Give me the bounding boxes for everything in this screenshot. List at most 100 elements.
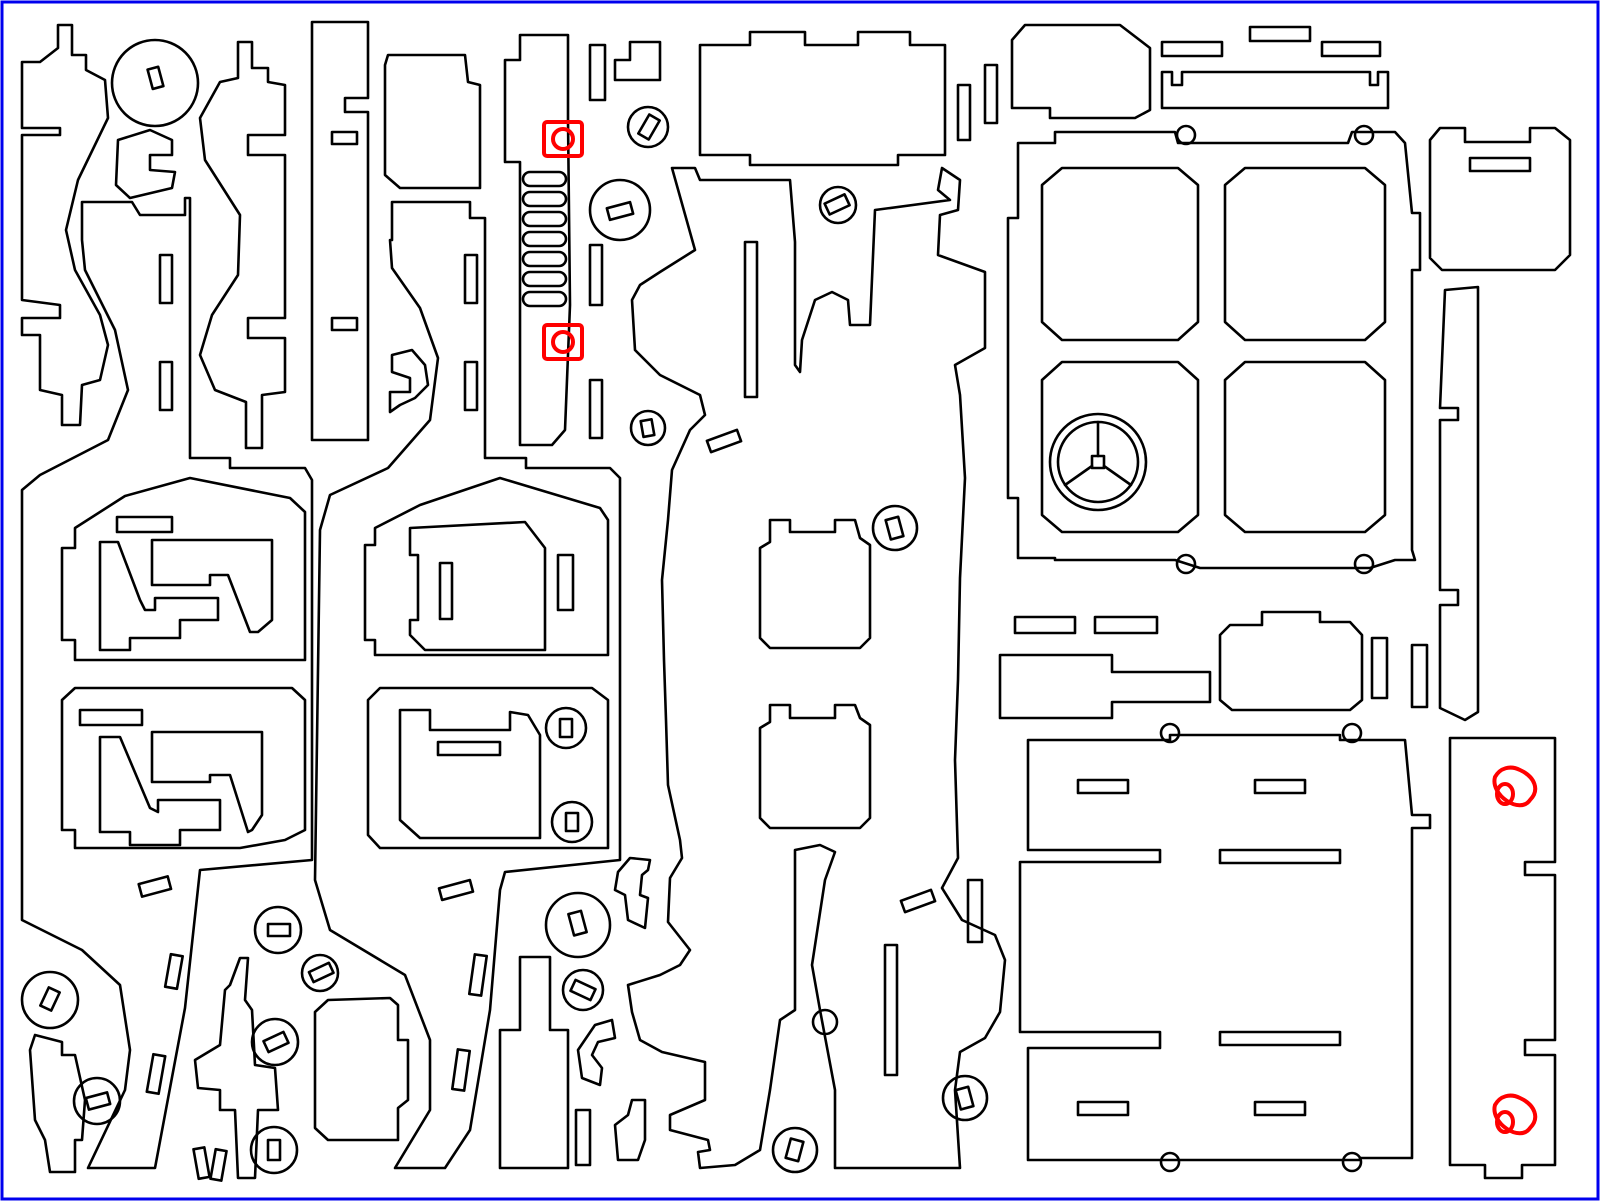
hole — [1341, 1151, 1363, 1173]
round-disc — [20, 970, 80, 1030]
grid-panel — [1006, 130, 1422, 570]
slot — [956, 83, 972, 142]
slot — [588, 43, 607, 102]
rounded-box — [313, 996, 410, 1142]
slot — [558, 717, 574, 739]
round-disc — [561, 968, 605, 1012]
red-ring-mark — [551, 127, 575, 151]
hole — [1175, 124, 1197, 146]
cutout — [98, 735, 222, 847]
slot — [436, 740, 502, 757]
slot-pill — [521, 230, 568, 248]
hook-part — [613, 1098, 647, 1162]
slot — [1468, 156, 1532, 173]
ladder-part — [503, 33, 572, 447]
top-box-part — [698, 30, 947, 167]
rounded-lid — [1428, 126, 1572, 272]
slot — [564, 811, 580, 833]
red-square-mark — [542, 323, 584, 361]
round-disc — [253, 905, 303, 955]
slot — [567, 909, 588, 937]
slot — [115, 515, 174, 534]
round-disc — [550, 800, 594, 844]
slot — [1253, 778, 1307, 795]
rounded-window — [398, 708, 542, 840]
inner-window — [758, 518, 872, 650]
right-long-body — [313, 200, 622, 1170]
slot — [1370, 636, 1389, 700]
red-hole-mark — [1495, 1110, 1515, 1134]
slot — [145, 1052, 167, 1096]
round-disc — [250, 1017, 300, 1067]
slot — [158, 360, 174, 412]
slot — [954, 1085, 975, 1111]
left-arm-part — [20, 23, 110, 427]
slot — [330, 316, 359, 332]
round-disc — [941, 1074, 989, 1122]
slot — [1218, 848, 1342, 865]
round-disc — [626, 105, 670, 149]
panel-frame — [60, 686, 307, 850]
round-disc — [811, 1008, 839, 1036]
round-disc — [300, 953, 340, 993]
slot — [884, 515, 905, 541]
slot — [39, 986, 61, 1012]
slot-pill — [521, 290, 568, 308]
slot — [84, 1091, 112, 1111]
grid-cell — [1040, 166, 1200, 342]
hole — [1175, 553, 1197, 575]
slot — [588, 243, 604, 307]
tall-strip — [310, 20, 370, 442]
side-strip — [1438, 285, 1480, 722]
inner-window — [758, 703, 872, 830]
cutout — [98, 540, 220, 652]
slot-pill — [521, 270, 568, 288]
step-part — [998, 653, 1212, 720]
slot — [1076, 1100, 1130, 1117]
slot — [705, 428, 743, 454]
wheel-outer — [1048, 412, 1148, 512]
slot — [266, 1138, 282, 1162]
bracket-part — [28, 1033, 87, 1174]
slot — [1248, 25, 1312, 43]
slot — [556, 553, 575, 612]
wheel-spoke — [1063, 464, 1094, 487]
slot — [639, 417, 656, 439]
slot — [1013, 615, 1077, 635]
hole — [1159, 722, 1181, 744]
round-disc — [771, 1126, 819, 1174]
grid-cell — [1223, 166, 1387, 342]
hook-part — [388, 348, 430, 414]
slot — [899, 888, 937, 914]
hook-part — [576, 1018, 617, 1087]
rounded-window — [408, 520, 547, 652]
slot — [158, 253, 174, 305]
red-tag-mark — [1492, 1093, 1538, 1136]
round-disc — [544, 891, 612, 959]
left-long-body — [20, 196, 314, 1170]
hole — [1353, 124, 1375, 146]
round-disc — [110, 38, 200, 128]
slot — [983, 63, 999, 125]
slot — [1253, 1100, 1307, 1117]
slot — [137, 875, 173, 898]
hole — [1341, 722, 1363, 744]
slot — [209, 1147, 228, 1182]
slot-pill — [521, 250, 568, 268]
red-marks — [542, 120, 1538, 1136]
slot — [437, 878, 475, 902]
slot — [966, 878, 984, 944]
round-disc — [871, 504, 919, 552]
tall-narrow-part — [498, 955, 570, 1170]
rounded-lid — [1218, 610, 1364, 712]
left-arm-part-mirror — [198, 40, 287, 450]
red-ring-mark — [551, 330, 575, 354]
round-disc — [544, 706, 588, 750]
hole — [1159, 1151, 1181, 1173]
slot — [743, 240, 759, 399]
slot — [438, 561, 454, 621]
slot — [883, 943, 899, 1077]
round-disc — [818, 185, 858, 225]
slot — [463, 360, 479, 412]
